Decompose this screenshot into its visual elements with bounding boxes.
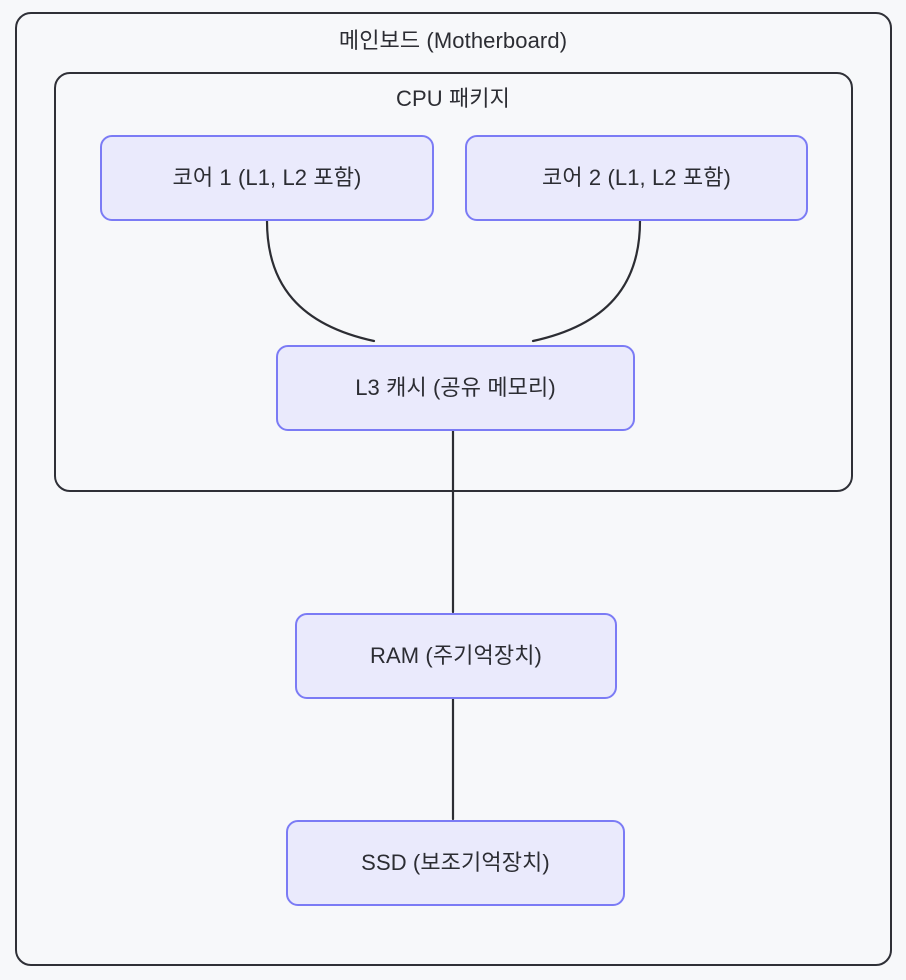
node-core2-label: 코어 2 (L1, L2 포함) [542, 164, 731, 190]
node-core2[interactable]: 코어 2 (L1, L2 포함) [465, 135, 808, 221]
node-core1-label: 코어 1 (L1, L2 포함) [172, 164, 362, 190]
node-ram[interactable]: RAM (주기억장치) [295, 613, 617, 699]
cpu-package-title: CPU 패키지 [396, 86, 510, 111]
node-l3-cache-label: L3 캐시 (공유 메모리) [355, 374, 556, 400]
node-core1[interactable]: 코어 1 (L1, L2 포함) [100, 135, 434, 221]
node-ssd-label: SSD (보조기억장치) [361, 849, 550, 875]
motherboard-title: 메인보드 (Motherboard) [338, 28, 568, 53]
node-ram-label: RAM (주기억장치) [370, 642, 542, 668]
motherboard-container [15, 12, 892, 966]
node-l3-cache[interactable]: L3 캐시 (공유 메모리) [276, 345, 635, 431]
node-ssd[interactable]: SSD (보조기억장치) [286, 820, 625, 906]
